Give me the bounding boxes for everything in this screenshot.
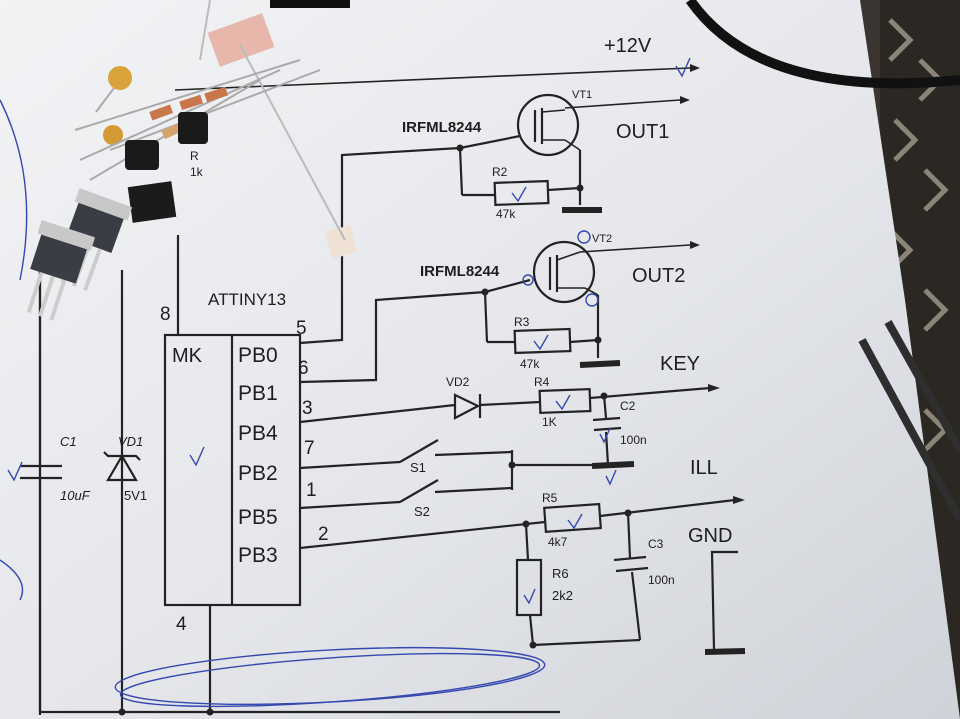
pin-num-3: 3	[302, 398, 313, 419]
c3-value: 100n	[648, 573, 675, 587]
mosfet-vt1	[516, 93, 581, 157]
diode-vd2	[453, 393, 482, 420]
pin-port-pb3: PB3	[238, 544, 278, 567]
vd1-ref: VD1	[118, 434, 143, 449]
pin-port-pb0: PB0	[238, 344, 278, 367]
vd1-value: 5V1	[124, 488, 147, 503]
ill-label: ILL	[690, 457, 718, 479]
pin-port-pb4: PB4	[238, 422, 278, 445]
zener-diode	[103, 451, 141, 482]
pin-num-1: 1	[306, 480, 317, 501]
microcontroller	[163, 318, 302, 607]
r-value: 1k	[190, 165, 204, 179]
pin-port-pb2: PB2	[238, 462, 278, 485]
out2-label: OUT2	[632, 265, 685, 287]
r5-value: 4k7	[548, 535, 568, 549]
c2-value: 100n	[620, 433, 647, 447]
r4-ref: R4	[534, 375, 550, 389]
r3-ref: R3	[514, 315, 530, 329]
r5-ref: R5	[542, 491, 558, 505]
pen-annotations	[0, 57, 691, 708]
s2-ref: S2	[414, 504, 430, 519]
switch-symbols	[399, 439, 439, 503]
r2-ref: R2	[492, 165, 508, 179]
c1-ref: C1	[60, 434, 77, 449]
pin-num-6: 6	[298, 358, 309, 379]
vt1-part: IRFML8244	[402, 119, 482, 136]
pin-num-2: 2	[318, 524, 329, 545]
c1-value: 10uF	[60, 488, 91, 503]
vt2-ref: VT2	[592, 233, 612, 245]
chip-name: ATTINY13	[208, 290, 286, 309]
capacitor-symbols	[20, 416, 649, 712]
junction-dots	[118, 144, 632, 716]
gnd-pin-number: 4	[176, 614, 187, 635]
pin-port-pb1: PB1	[238, 382, 278, 405]
supply-label: +12V	[604, 35, 652, 57]
vcc-pin-number: 8	[160, 304, 171, 325]
s1-ref: S1	[410, 460, 426, 475]
pin-port-pb5: PB5	[238, 506, 278, 529]
chip-block-label: MK	[172, 345, 203, 367]
resistor-bodies	[493, 179, 602, 617]
out1-label: OUT1	[616, 121, 669, 143]
vd2-ref: VD2	[446, 375, 470, 389]
r6-value: 2k2	[552, 588, 573, 603]
pin-num-7: 7	[304, 438, 315, 459]
labels: +12V ATTINY13 MK 8 4 PB0 PB1 PB4 PB2 PB5…	[60, 35, 732, 635]
mosfet-vt2	[532, 240, 599, 304]
r4-value: 1K	[542, 415, 557, 429]
r3-value: 47k	[520, 357, 540, 371]
vt2-part: IRFML8244	[420, 263, 500, 280]
r2-value: 47k	[496, 207, 516, 221]
key-label: KEY	[660, 353, 700, 375]
gnd-label: GND	[688, 525, 732, 547]
r6-ref: R6	[552, 566, 569, 581]
pin-num-5: 5	[296, 318, 307, 339]
physical-components	[26, 0, 960, 522]
r-ref: R	[190, 149, 199, 163]
vt1-ref: VT1	[572, 89, 592, 101]
c3-ref: C3	[648, 537, 664, 551]
c2-ref: C2	[620, 399, 636, 413]
